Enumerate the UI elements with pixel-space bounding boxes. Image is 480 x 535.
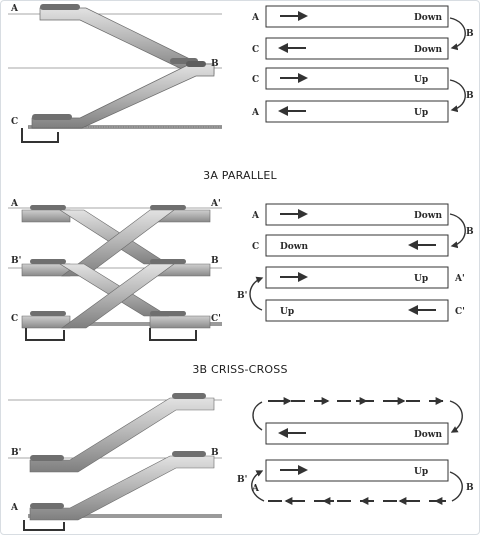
link-label: B — [466, 483, 474, 493]
svg-text:C: C — [11, 314, 18, 324]
link-label: B' — [237, 475, 247, 485]
transfer-arrow-icon — [249, 276, 264, 311]
loop-left-top — [252, 401, 263, 431]
svg-text:B: B — [211, 59, 219, 69]
svg-text:A: A — [10, 4, 19, 14]
row-right-label: A' — [454, 274, 465, 284]
svg-text:A: A — [10, 199, 19, 209]
svg-text:B: B — [211, 256, 219, 266]
caption-crisscross: 3B CRISS-CROSS — [192, 363, 287, 376]
row-direction-label: Up — [414, 75, 428, 85]
row-direction-label: Up — [414, 108, 428, 118]
list-item: Down — [265, 422, 449, 445]
link-label: B — [466, 29, 474, 39]
list-item: C Down — [252, 37, 449, 60]
list-item: C Down — [252, 234, 449, 257]
parallel-flow-diagram: A Down C Down C Up A Up B B — [251, 5, 474, 123]
crisscross-flow-diagram: A Down C Down Up A' Up C' B B' — [237, 203, 474, 322]
row-left-label: A — [251, 108, 260, 118]
link-label: A — [251, 484, 260, 494]
row-direction-label: Down — [414, 45, 443, 55]
row-left-label: A — [251, 13, 260, 23]
transfer-arrow-icon — [449, 213, 466, 249]
caption-parallel: 3A PARALLEL — [203, 169, 277, 182]
row-right-label: C' — [455, 307, 465, 317]
row-direction-label: Down — [280, 242, 309, 252]
row-left-label: A — [251, 211, 260, 221]
loop-right-bottom — [449, 471, 463, 502]
list-item: C Up — [252, 67, 449, 90]
list-item: Up C' — [265, 299, 465, 322]
svg-text:C: C — [11, 117, 18, 127]
row-direction-label: Up — [414, 467, 428, 477]
svg-text:B': B' — [11, 448, 21, 458]
transfer-arrow-icon — [449, 400, 463, 433]
svg-text:A: A — [10, 503, 19, 513]
link-label: B — [466, 91, 474, 101]
list-item: A Up — [251, 100, 449, 123]
row-direction-label: Down — [414, 430, 443, 440]
row-left-label: C — [252, 75, 259, 85]
list-item: Up A' — [265, 266, 465, 289]
svg-text:B': B' — [11, 256, 21, 266]
row-direction-label: Up — [280, 307, 294, 317]
svg-text:B: B — [211, 448, 219, 458]
row-left-label: C — [252, 45, 259, 55]
crisscross-escalator-illustration: A A' B' B C C' — [8, 199, 222, 341]
svg-text:C': C' — [211, 314, 221, 324]
link-label: B — [466, 227, 474, 237]
continuous-flow-diagram: Down Up B B' A — [237, 397, 474, 505]
row-direction-label: Down — [414, 13, 443, 23]
parallel-escalator-illustration: A B C — [8, 4, 222, 143]
transfer-arrow-icon — [251, 470, 265, 502]
list-item: A Down — [251, 5, 449, 28]
continuous-escalator-illustration: B' B A — [8, 393, 222, 531]
row-direction-label: Up — [414, 274, 428, 284]
row-left-label: C — [252, 242, 259, 252]
list-item: A Down — [251, 203, 449, 226]
row-direction-label: Down — [414, 211, 443, 221]
list-item: Up — [265, 459, 449, 482]
transfer-arrow-icon — [449, 79, 466, 113]
link-label: B' — [237, 291, 247, 301]
transfer-arrow-icon — [449, 17, 466, 51]
svg-text:A': A' — [210, 199, 221, 209]
